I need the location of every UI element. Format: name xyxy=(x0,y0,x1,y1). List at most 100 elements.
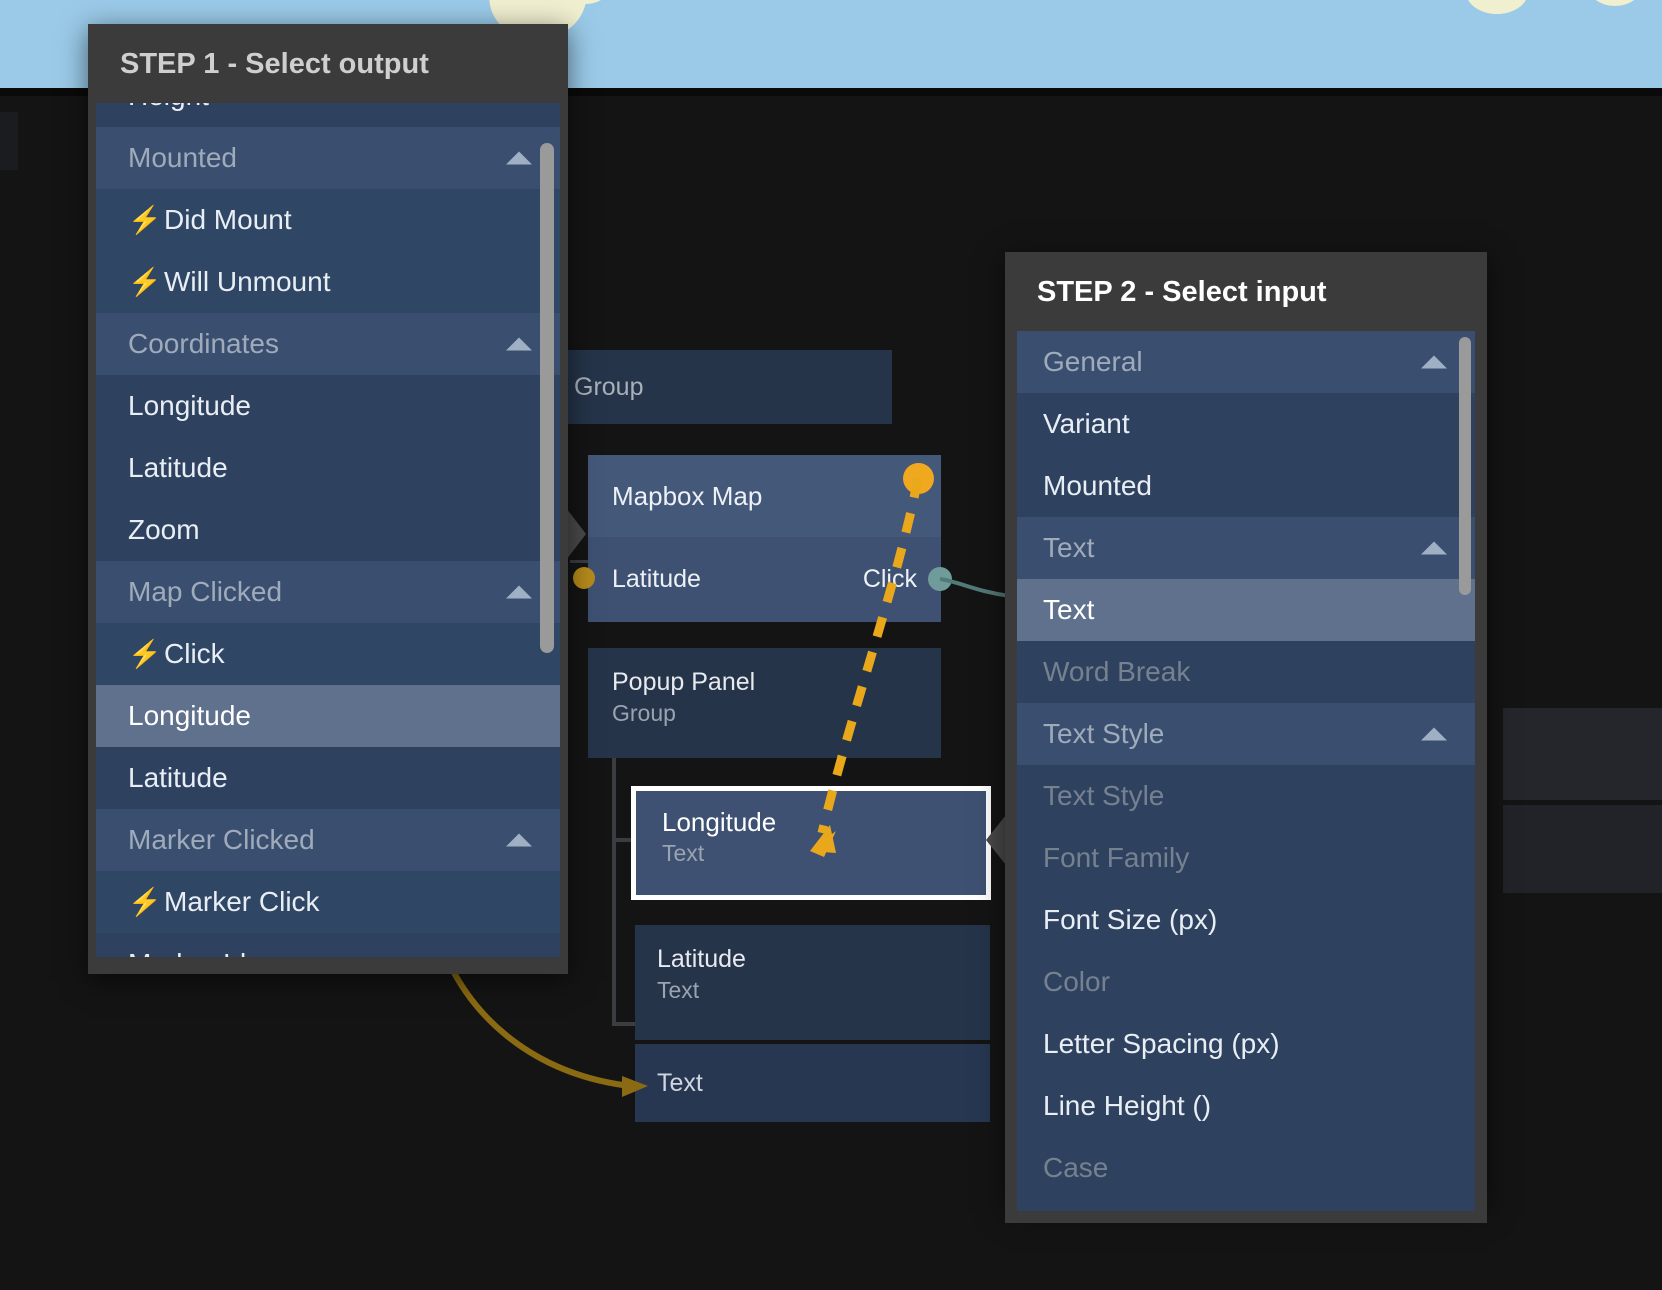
panel1-row-map-clicked[interactable]: Map Clicked xyxy=(96,561,560,623)
connector-teal xyxy=(940,577,1011,598)
panel2-row-label: Line Height () xyxy=(1043,1090,1212,1121)
panel2-row-label: Text xyxy=(1043,594,1095,625)
panel2-row-word-break[interactable]: Word Break xyxy=(1017,641,1475,703)
panel2-row-font-size-px[interactable]: Font Size (px) xyxy=(1017,889,1475,951)
panel1-row-longitude[interactable]: Longitude xyxy=(96,685,560,747)
port-latitude[interactable] xyxy=(573,567,595,589)
panel1-row-label: Longitude xyxy=(128,390,252,421)
panel2-row-label: General xyxy=(1043,346,1143,377)
connector-curve-brown xyxy=(447,963,648,1097)
tree-connector xyxy=(612,838,634,842)
panel1-row-coordinates[interactable]: Coordinates xyxy=(96,313,560,375)
panel1-row-will-unmount[interactable]: ⚡Will Unmount xyxy=(96,251,560,313)
map-divider xyxy=(0,88,1662,96)
panel2-row-color[interactable]: Color xyxy=(1017,951,1475,1013)
node-mapbox-property-row: Latitude Click xyxy=(588,537,941,622)
caret-up-icon[interactable] xyxy=(1421,355,1447,369)
panel2-row-label: Mounted xyxy=(1043,470,1152,501)
caret-up-icon[interactable] xyxy=(1421,727,1447,741)
node-mapbox-title: Mapbox Map xyxy=(612,480,763,511)
background-card xyxy=(1503,708,1662,800)
panel1-row-label: Coordinates xyxy=(128,328,279,359)
caret-up-icon[interactable] xyxy=(506,337,532,351)
node-longitude-subtitle: Text xyxy=(662,840,705,866)
panel1-row-label: Height xyxy=(128,103,209,112)
panel1-row-mounted[interactable]: Mounted xyxy=(96,127,560,189)
step1-scrollbar[interactable] xyxy=(540,143,554,653)
tree-connector xyxy=(612,756,616,1026)
node-mapbox-map[interactable]: Mapbox Map Latitude Click xyxy=(588,455,941,622)
node-group[interactable]: Group xyxy=(512,350,892,424)
panel1-row-latitude[interactable]: Latitude xyxy=(96,747,560,809)
panel2-row-letter-spacing-px[interactable]: Letter Spacing (px) xyxy=(1017,1013,1475,1075)
node-latitude-text[interactable]: Latitude Text xyxy=(635,925,990,1040)
panel2-row-text-style[interactable]: Text Style xyxy=(1017,765,1475,827)
map-land-shape xyxy=(1466,0,1528,14)
node-latitude-title: Latitude xyxy=(657,945,746,973)
lightning-bolt-icon: ⚡ xyxy=(128,887,162,917)
step1-select-output-panel[interactable]: STEP 1 - Select output HeightMounted⚡Did… xyxy=(88,24,568,974)
panel2-row-label: Font Size (px) xyxy=(1043,904,1218,935)
node-group-label: Group xyxy=(574,372,644,401)
node-text-title: Text xyxy=(657,1068,703,1097)
panel2-row-case[interactable]: Case xyxy=(1017,1137,1475,1199)
node-popup-subtitle: Group xyxy=(612,700,676,726)
panel1-row-label: Marker Id xyxy=(128,948,247,965)
background-card xyxy=(0,112,18,170)
panel1-row-marker-id[interactable]: Marker Id xyxy=(96,933,560,965)
panel2-row-variant[interactable]: Variant xyxy=(1017,393,1475,455)
node-popup-panel[interactable]: Popup Panel Group xyxy=(588,648,941,758)
node-popup-title: Popup Panel xyxy=(612,668,756,696)
step1-option-list[interactable]: HeightMounted⚡Did Mount⚡Will UnmountCoor… xyxy=(88,103,568,965)
panel2-row-label: Case xyxy=(1043,1152,1109,1183)
panel1-row-label: Click xyxy=(164,638,225,669)
panel1-row-click[interactable]: ⚡Click xyxy=(96,623,560,685)
tree-connector xyxy=(612,1022,638,1026)
node-mapbox-title-row: Mapbox Map xyxy=(588,455,941,537)
caret-up-icon[interactable] xyxy=(506,585,532,599)
panel2-row-text[interactable]: Text xyxy=(1017,517,1475,579)
panel1-row-marker-click[interactable]: ⚡Marker Click xyxy=(96,871,560,933)
background-card xyxy=(1503,805,1662,893)
panel2-row-label: Color xyxy=(1043,966,1110,997)
panel2-row-font-family[interactable]: Font Family xyxy=(1017,827,1475,889)
panel1-row-label: Longitude xyxy=(128,700,252,731)
caret-up-icon[interactable] xyxy=(1421,541,1447,555)
panel2-row-text[interactable]: Text xyxy=(1017,579,1475,641)
panel1-row-label: Marker Click xyxy=(164,886,320,917)
panel2-row-mounted[interactable]: Mounted xyxy=(1017,455,1475,517)
panel2-row-label: Font Family xyxy=(1043,842,1190,873)
node-longitude-text[interactable]: Longitude Text xyxy=(631,786,991,900)
panel1-row-label: Zoom xyxy=(128,514,200,545)
panel2-row-general[interactable]: General xyxy=(1017,331,1475,393)
panel1-row-longitude[interactable]: Longitude xyxy=(96,375,560,437)
caret-up-icon[interactable] xyxy=(506,833,532,847)
panel1-row-label: Mounted xyxy=(128,142,237,173)
panel1-row-did-mount[interactable]: ⚡Did Mount xyxy=(96,189,560,251)
panel1-row-label: Will Unmount xyxy=(164,266,331,297)
step1-panel-title: STEP 1 - Select output xyxy=(120,48,429,80)
panel2-row-text-style[interactable]: Text Style xyxy=(1017,703,1475,765)
panel1-row-zoom[interactable]: Zoom xyxy=(96,499,560,561)
panel2-row-line-height[interactable]: Line Height () xyxy=(1017,1075,1475,1137)
lightning-bolt-icon: ⚡ xyxy=(128,639,162,669)
node-longitude-title: Longitude xyxy=(662,807,777,837)
panel2-row-label: Letter Spacing (px) xyxy=(1043,1028,1280,1059)
map-land-shape xyxy=(560,0,612,4)
port-label-latitude: Latitude xyxy=(612,565,701,593)
step2-scrollbar[interactable] xyxy=(1459,337,1471,595)
panel1-row-label: Did Mount xyxy=(164,204,292,235)
connector-dashed-event xyxy=(810,477,923,857)
panel1-row-marker-clicked[interactable]: Marker Clicked xyxy=(96,809,560,871)
map-land-shape xyxy=(1588,0,1642,6)
panel1-row-latitude[interactable]: Latitude xyxy=(96,437,560,499)
caret-up-icon[interactable] xyxy=(506,151,532,165)
lightning-bolt-icon: ⚡ xyxy=(128,267,162,297)
step2-panel-title: STEP 2 - Select input xyxy=(1037,276,1327,308)
node-text[interactable]: Text xyxy=(635,1044,990,1122)
panel1-row-label: Latitude xyxy=(128,762,228,793)
panel1-row-height[interactable]: Height xyxy=(96,103,560,127)
